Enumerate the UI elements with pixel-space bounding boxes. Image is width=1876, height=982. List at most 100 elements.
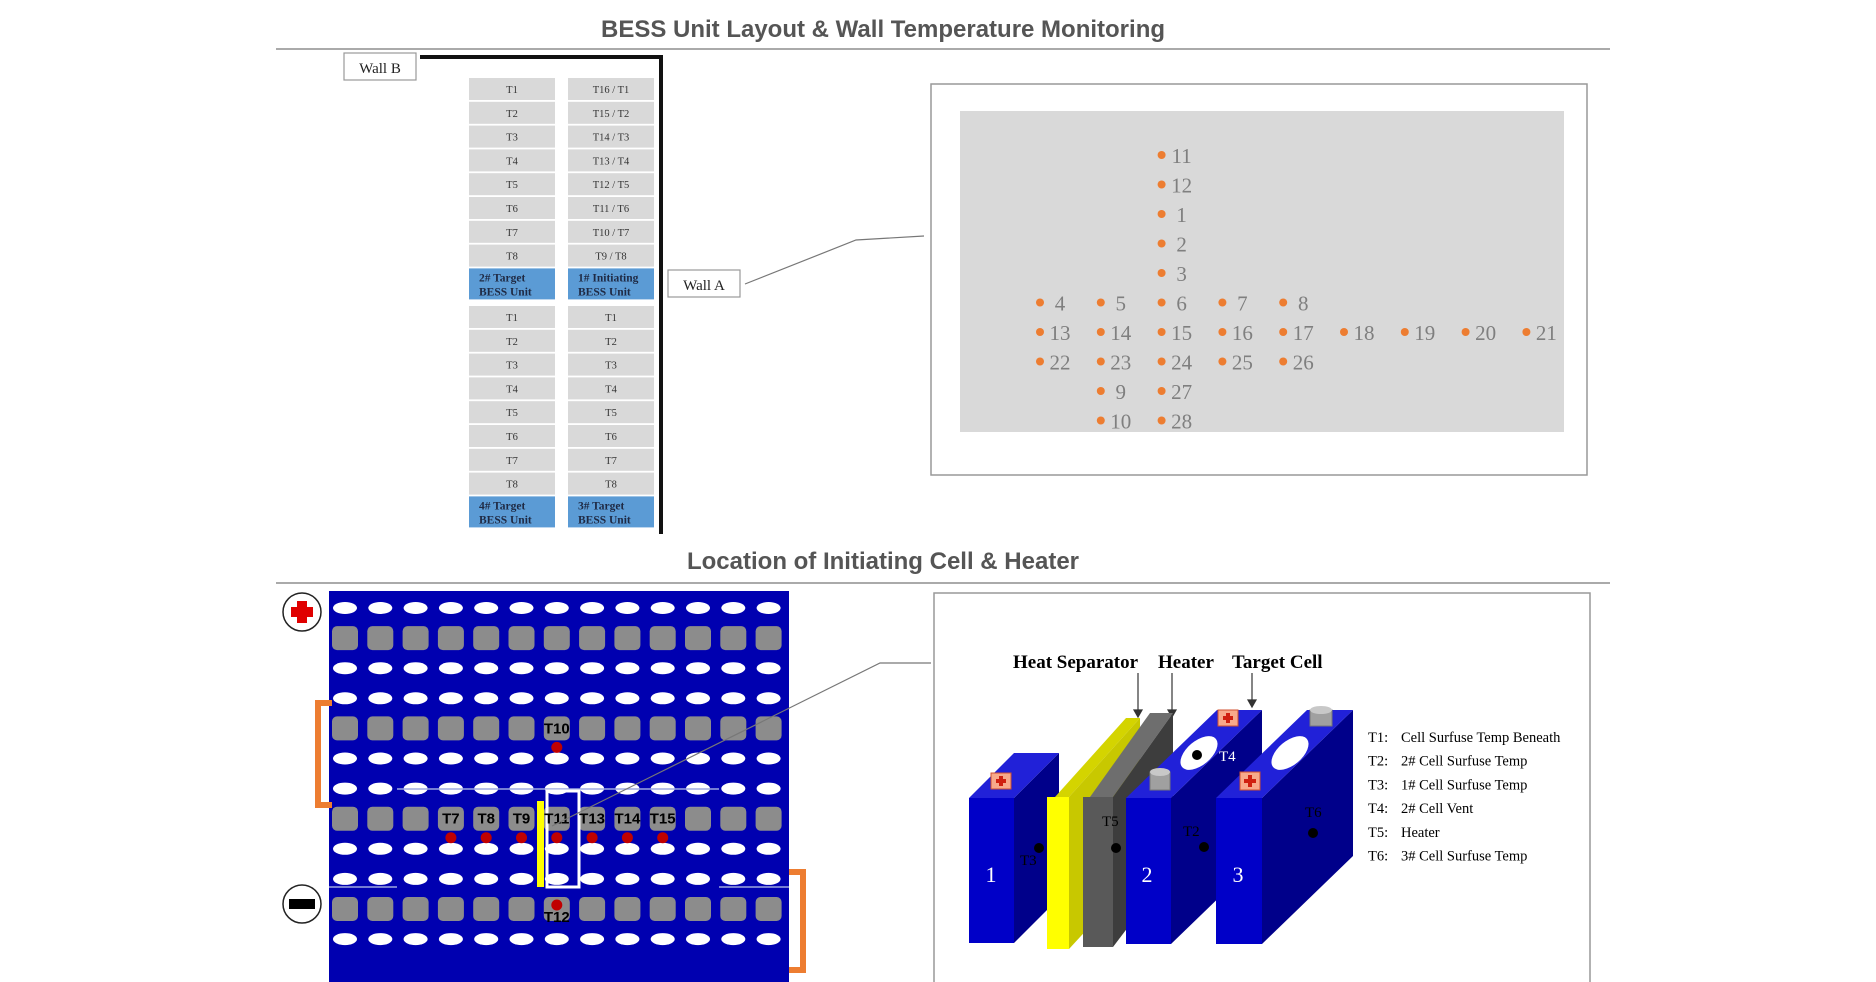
module-cell-body: [508, 806, 535, 831]
module-cell-vent: [756, 842, 781, 855]
sensor-dot: [480, 832, 492, 844]
sensor-dot: [551, 741, 563, 753]
module-cell-vent: [368, 782, 393, 795]
module-cell-vent: [438, 602, 463, 614]
wall-point-label: 9: [1116, 380, 1127, 404]
unit-row-label: T8: [506, 480, 518, 491]
module-cell-vent: [509, 933, 534, 946]
module-cell-vent: [438, 933, 463, 946]
module-cell-vent: [650, 752, 675, 765]
wall-point-dot: [1400, 328, 1409, 336]
wall-point-dot: [1157, 210, 1166, 218]
module-cells: [332, 602, 782, 946]
module-cell-vent: [333, 752, 357, 765]
module-cell-vent: [509, 842, 534, 855]
unit-name-line2: BESS Unit: [578, 514, 631, 526]
module-cell-vent: [438, 872, 463, 885]
wall-point-label: 12: [1171, 174, 1192, 198]
module-cell-vent: [544, 602, 569, 614]
module-cell-body: [614, 897, 641, 921]
module-cell-vent: [509, 662, 534, 675]
unit-row-label: T12 / T5: [593, 180, 630, 191]
module-cell-vent: [686, 692, 710, 705]
sensor-label: T15: [650, 811, 676, 828]
cell-3: 3 T6: [1216, 706, 1353, 944]
module-cell-vent: [650, 662, 675, 675]
module-cell-body: [402, 806, 429, 831]
sensor-dot: [551, 832, 563, 844]
wall-point-label: 28: [1171, 410, 1192, 434]
module-cell-body: [614, 806, 641, 831]
unit-row-label: T4: [506, 384, 518, 395]
legend-text: 2# Cell Vent: [1401, 801, 1473, 817]
wall-point-label: 2: [1176, 233, 1187, 257]
module-cell-vent: [544, 842, 569, 855]
unit-name-line1: 2# Target: [479, 272, 525, 284]
wall-point-dot: [1218, 328, 1227, 336]
module-cell-body: [332, 716, 358, 741]
module-cell-vent: [368, 933, 393, 946]
unit-row: [469, 401, 555, 424]
module-cell-vent: [368, 692, 393, 705]
wall-point-dot: [1522, 328, 1531, 336]
wall-point-dot: [1157, 239, 1166, 248]
legend-text: Cell Surfuse Temp Beneath: [1401, 730, 1561, 746]
unit-row: [568, 78, 654, 100]
unit-row: [469, 353, 555, 376]
wall-point-dot: [1279, 357, 1288, 366]
module-cell-vent: [721, 692, 746, 705]
module-cell-vent: [580, 933, 605, 946]
module-cell-vent: [756, 752, 781, 765]
module-cell-vent: [438, 692, 463, 705]
initiating-cell-highlight: [545, 789, 581, 889]
module-cell-vent: [474, 933, 499, 946]
wall-point-dot: [1218, 357, 1227, 366]
module-cell-vent: [403, 752, 428, 765]
module-cell-body: [402, 716, 429, 741]
tag-t4: T4: [1219, 749, 1236, 765]
sensor-label: T8: [477, 811, 495, 828]
unit-row-label: T4: [605, 384, 617, 395]
tag-t6: T6: [1305, 805, 1322, 821]
unit-row: [469, 149, 555, 172]
unit-row-label: T14 / T3: [593, 133, 630, 144]
unit-row-label: T3: [605, 361, 617, 372]
unit-row-label: T2: [605, 337, 617, 348]
unit-name-line2: BESS Unit: [479, 514, 532, 526]
unit-row: [469, 173, 555, 196]
module-cell-body: [508, 716, 535, 741]
module-cell-vent: [333, 933, 357, 946]
heater-strip: [537, 801, 544, 887]
wall-a-leader: [744, 235, 925, 285]
positive-terminal-icon: [282, 592, 322, 632]
module-cell-vent: [580, 752, 605, 765]
module-cell-body: [367, 806, 394, 831]
module-cell-body: [720, 897, 747, 921]
module-cell-vent: [756, 662, 781, 675]
unit-row-label: T3: [506, 133, 518, 144]
wall-point-label: 17: [1293, 321, 1314, 345]
wall-point-dot: [1157, 357, 1166, 366]
module-cell-vent: [509, 602, 534, 614]
wall-point-label: 26: [1293, 351, 1314, 375]
module-cell-vent: [721, 662, 746, 675]
module-cell-vent: [403, 602, 428, 614]
busbar-right: [789, 869, 806, 973]
unit-row-label: T5: [506, 408, 518, 419]
module-cell-vent: [686, 662, 710, 675]
module-cell-vent: [544, 662, 569, 675]
module-cell-vent: [756, 933, 781, 946]
tag-t3: T3: [1020, 853, 1037, 869]
module-cell-body: [755, 626, 782, 651]
legend-key: T4:: [1368, 801, 1388, 817]
tag-t5: T5: [1102, 814, 1119, 830]
unit-name-line2: BESS Unit: [578, 286, 631, 298]
sensor-label: T9: [513, 811, 531, 828]
module-cell-vent: [403, 692, 428, 705]
module-cell-vent: [721, 872, 746, 885]
module-cell-vent: [721, 782, 746, 795]
module-cell-vent: [721, 933, 746, 946]
unit-row-label: T5: [506, 180, 518, 191]
module-cell-vent: [686, 933, 710, 946]
